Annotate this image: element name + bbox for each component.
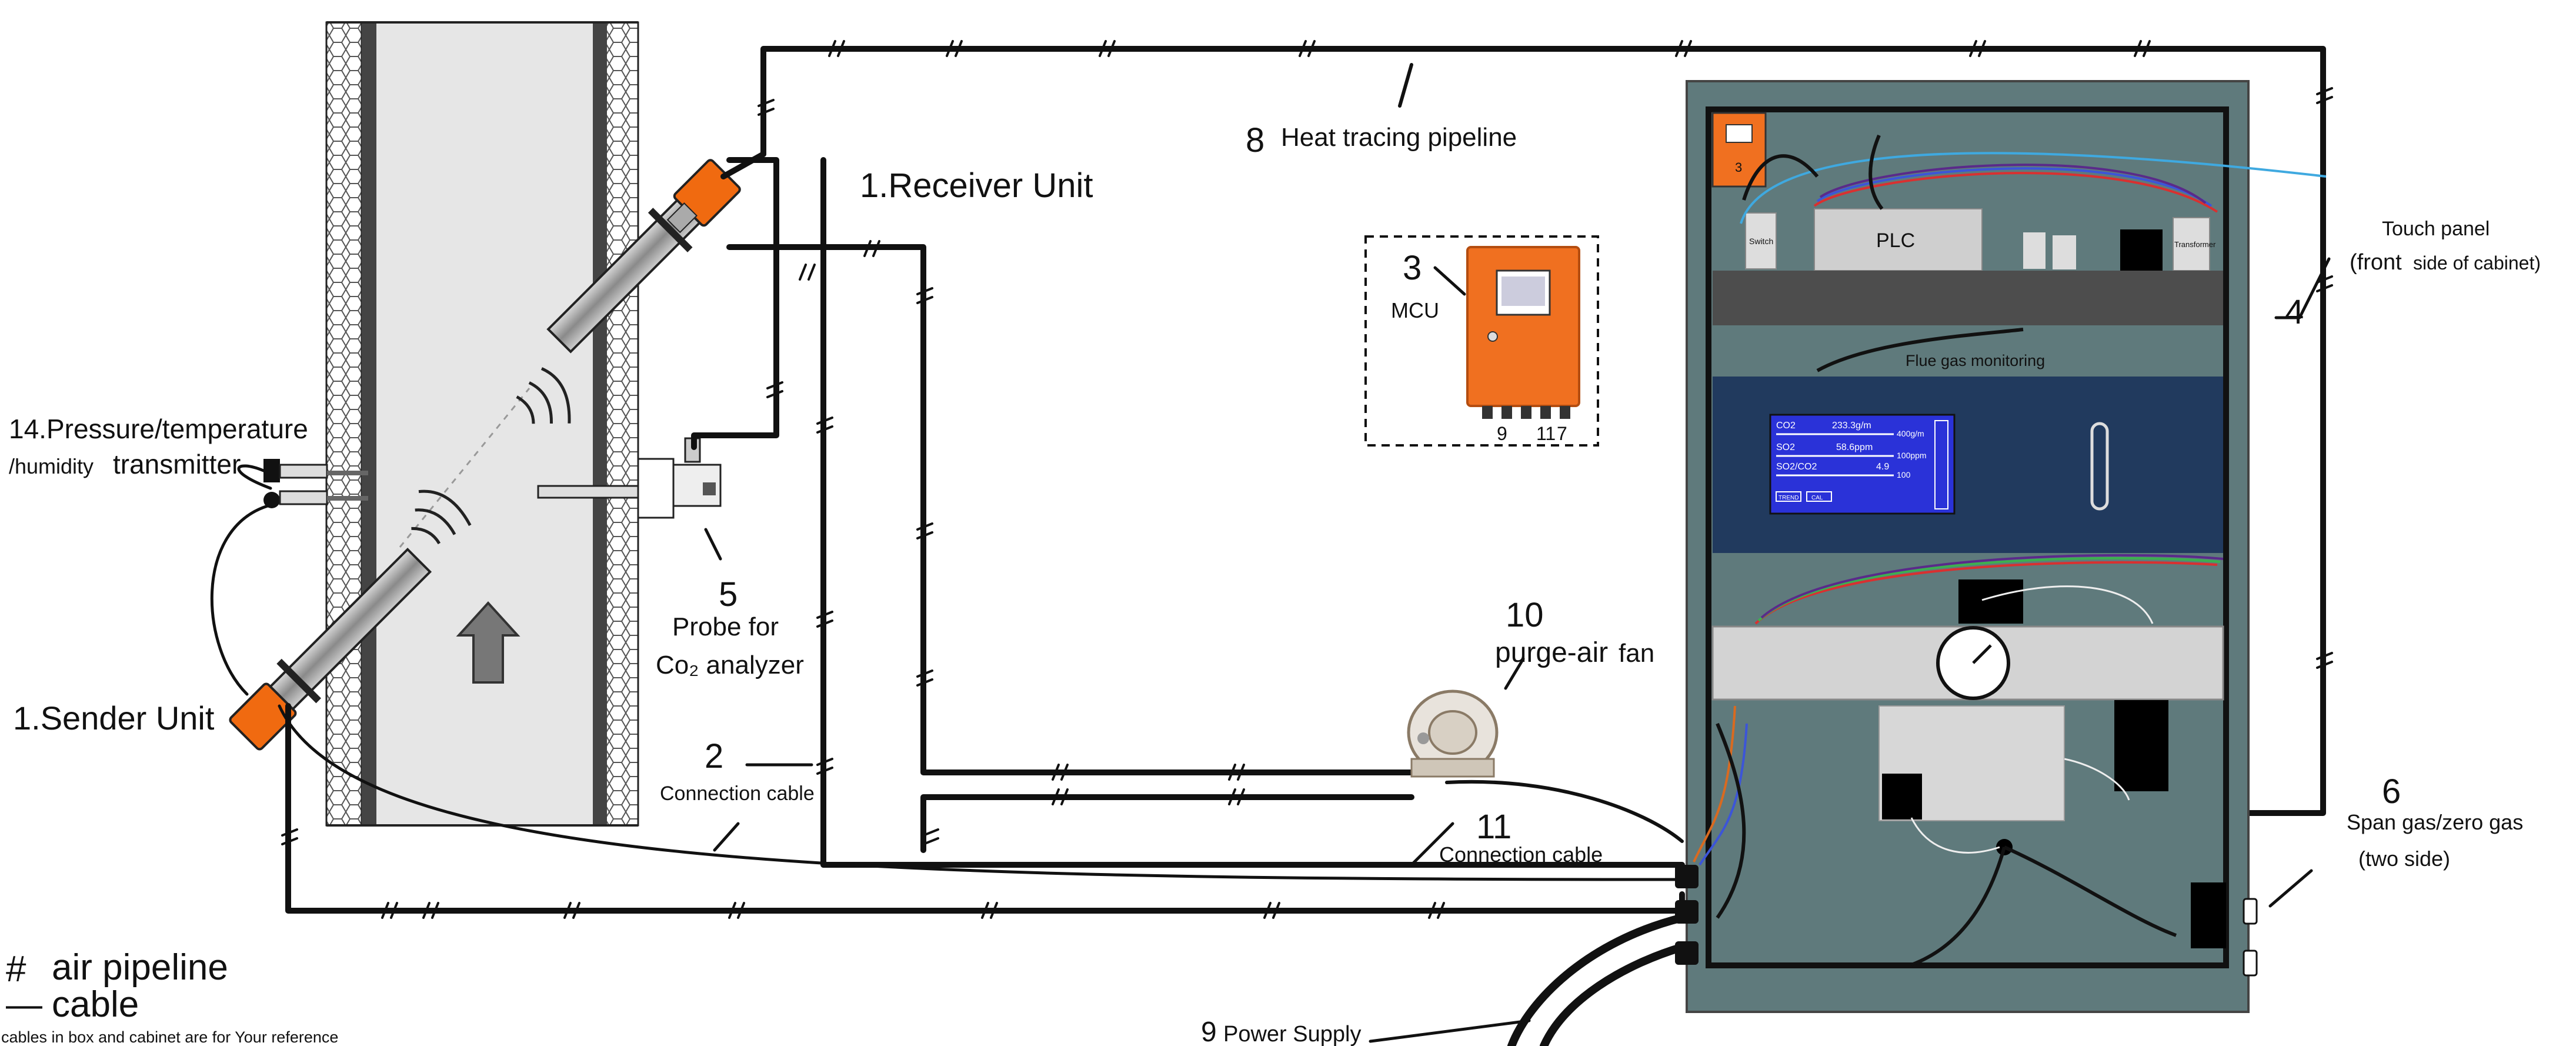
switch-label: Switch (1749, 236, 1773, 246)
span-gas-number: 6 (2382, 772, 2401, 811)
connection-cable-2-label: Connection cable (660, 782, 815, 805)
screen-row3-name: SO2/CO2 (1776, 462, 1817, 472)
screen-row1-max: 400g/m (1897, 429, 1924, 438)
plc-module (1814, 208, 1983, 271)
transmitter-label-line2: transmitter (113, 449, 241, 479)
signal-wave-icon (516, 367, 571, 424)
air-pipeline (726, 244, 1432, 775)
purge-air-fan[interactable] (1407, 689, 1499, 778)
fan-label-bold: purge-air (1495, 637, 1608, 668)
connection-cable (278, 704, 1684, 881)
power-supply-number: 9 (1201, 1017, 1217, 1046)
air-pipeline (691, 157, 779, 450)
connection-cable-11-label: Connection cable (1439, 842, 1603, 867)
heat-tracing-number: 8 (1246, 121, 1264, 159)
fan-number: 10 (1506, 596, 1544, 634)
probe-label-line2: Co₂ analyzer (656, 651, 804, 679)
stack-interior (376, 22, 593, 825)
legend-dash-symbol: — (6, 984, 42, 1025)
cabinet-number: 4 (2285, 293, 2304, 331)
screen-button-cal[interactable]: CAL (1811, 495, 1823, 501)
analyzer-cabinet (1675, 80, 2327, 1013)
touch-panel-label: Touch panel (2382, 218, 2490, 240)
power-supply-label: Power Supply (1223, 1022, 1361, 1046)
front-side-label: side of cabinet) (2413, 252, 2541, 274)
cabinet-labels: 3 Switch PLC Transformer Flue gas monito… (1735, 160, 2216, 369)
connection-cable (1445, 779, 1684, 843)
probe-label-line1: Probe for (672, 612, 779, 641)
flue-gas-label: Flue gas monitoring (1906, 352, 2045, 369)
stack-insulation-right (605, 21, 639, 827)
co2-probe (537, 437, 722, 519)
sender-unit-label: 1.Sender Unit (13, 699, 215, 737)
legend-hash-symbol: # (6, 949, 26, 990)
connection-cable (237, 464, 272, 490)
connection-cable-2-number: 2 (705, 737, 723, 775)
heat-tracing-pipeline (760, 46, 2326, 816)
screen-button-trend[interactable]: TREND (1778, 495, 1798, 501)
transmitter (263, 459, 368, 508)
air-pipeline (920, 794, 1414, 853)
mcu-port-9: 9 (1497, 423, 1507, 444)
screen-texts: CO2 233.3g/m 400g/m SO2 58.6ppm 100ppm S… (1776, 421, 1927, 501)
power-supply-cable (1540, 943, 1686, 1046)
cabinet-box-number: 3 (1735, 160, 1742, 175)
screen-row3-max: 100 (1897, 470, 1911, 479)
stack (325, 21, 639, 827)
screen-row3-value: 4.9 (1876, 462, 1889, 472)
legend-cable: cable (52, 984, 139, 1025)
mcu-label: MCU (1391, 298, 1439, 322)
legend-air-pipeline: air pipeline (52, 947, 228, 988)
labels: 1.Receiver Unit 1.Sender Unit 8 Heat tra… (1, 121, 2541, 1046)
span-gas-sublabel: (two side) (2358, 847, 2450, 871)
front-side-label-open: (front (2350, 250, 2402, 275)
mcu-box[interactable] (1364, 235, 1599, 447)
transmitter-label-line2-small: /humidity (9, 454, 94, 478)
transmitter-label-line1: 14.Pressure/temperature (9, 414, 308, 444)
flow-arrow-icon (456, 601, 520, 684)
connection-cable (210, 504, 269, 696)
mcu-port-7: 7 (1557, 423, 1567, 444)
footnote: cables in box and cabinet are for Your r… (1, 1028, 338, 1046)
receiver-unit-label: 1.Receiver Unit (860, 166, 1093, 205)
screen-row1-name: CO2 (1776, 421, 1796, 431)
screen-row2-max: 100ppm (1897, 451, 1927, 460)
power-supply-cable (1507, 914, 1686, 1046)
fan-label: fan (1619, 639, 1654, 668)
screen-row2-value: 58.6ppm (1836, 442, 1873, 452)
stack-insulation-left (325, 21, 363, 827)
switch-module (1745, 212, 1777, 269)
mcu-port-11: 11 (1536, 423, 1556, 444)
screen-row1-value: 233.3g/m (1832, 421, 1871, 431)
probe-number: 5 (719, 575, 738, 614)
plc-label: PLC (1876, 229, 1915, 252)
stack-wall-left (362, 22, 376, 825)
signal-wave-icon (411, 489, 472, 545)
mcu-number: 3 (1403, 249, 1422, 287)
heat-tracing-label: Heat tracing pipeline (1281, 123, 1517, 152)
stack-wall-right (593, 22, 607, 825)
transformer-label: Transformer (2174, 240, 2216, 249)
screen-row2-name: SO2 (1776, 442, 1795, 452)
connection-cable-11-number: 11 (1476, 808, 1511, 846)
span-gas-label: Span gas/zero gas (2347, 810, 2523, 834)
sender-unit (229, 547, 432, 751)
